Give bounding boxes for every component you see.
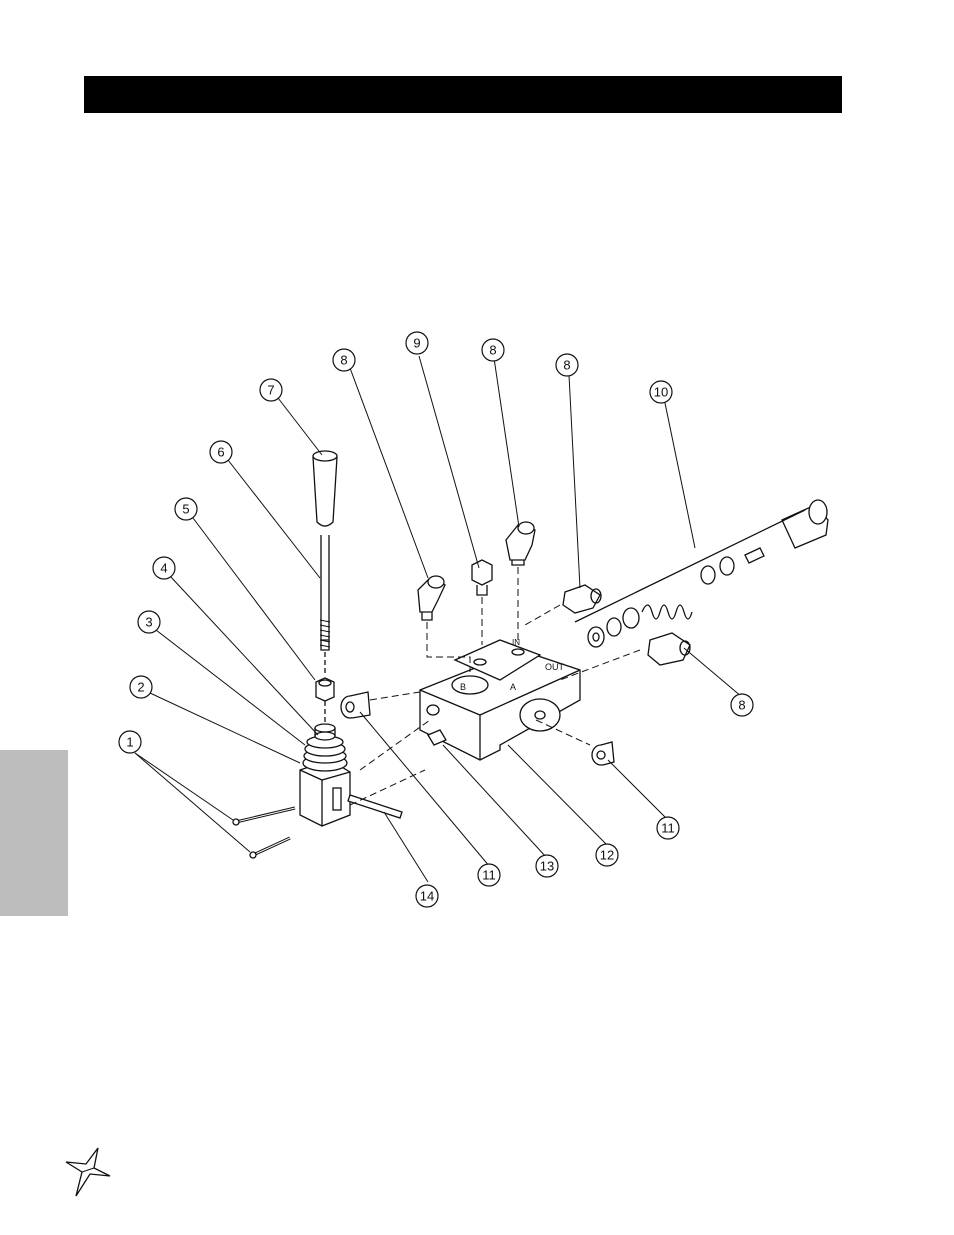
port-label-out: OUT xyxy=(545,662,565,672)
callout-label: 13 xyxy=(540,859,554,874)
callout-label: 7 xyxy=(267,383,274,398)
callout-c8c: 8 xyxy=(556,354,578,376)
callout-label: 1 xyxy=(126,735,133,750)
callout-label: 2 xyxy=(137,680,144,695)
callout-c7: 7 xyxy=(260,379,282,401)
callout-label: 10 xyxy=(654,385,668,400)
main-valve-body: B A OUT IN xyxy=(420,638,580,760)
elbow-fitting-center xyxy=(506,522,535,565)
callout-label: 3 xyxy=(145,615,152,630)
callout-c4: 4 xyxy=(153,557,175,579)
callout-label: 5 xyxy=(182,502,189,517)
lever-nut xyxy=(316,678,334,722)
elbow-fitting-left xyxy=(418,576,445,620)
callout-c8b: 8 xyxy=(482,339,504,361)
callout-label: 4 xyxy=(160,561,167,576)
straight-fitting-center xyxy=(472,560,492,595)
callout-c11b: 11 xyxy=(478,864,500,886)
elbow-fitting-right xyxy=(563,585,601,613)
callout-c8d: 8 xyxy=(731,694,753,716)
callout-c10: 10 xyxy=(650,381,672,403)
callout-label: 6 xyxy=(217,445,224,460)
callout-c2: 2 xyxy=(130,676,152,698)
port-label-a: A xyxy=(510,682,516,692)
elbow-fitting-lower xyxy=(648,633,690,665)
callout-label: 8 xyxy=(340,353,347,368)
callout-c14: 14 xyxy=(416,885,438,907)
bolts xyxy=(233,808,295,858)
port-label-in: IN xyxy=(512,638,520,647)
leader-lines xyxy=(135,356,742,882)
star-burst-logo-icon xyxy=(58,1142,116,1200)
callout-c6: 6 xyxy=(210,441,232,463)
callout-label: 9 xyxy=(413,336,420,351)
callout-label: 11 xyxy=(482,868,496,883)
lever-rod-and-knob xyxy=(313,451,337,676)
callout-c1: 1 xyxy=(119,731,141,753)
callout-c12: 12 xyxy=(596,844,618,866)
callout-label: 14 xyxy=(420,889,434,904)
roll-pin xyxy=(348,795,402,818)
callout-label: 12 xyxy=(600,848,614,863)
plug-right xyxy=(592,742,614,765)
handle-base-body xyxy=(300,724,350,826)
callout-c5: 5 xyxy=(175,498,197,520)
callout-label: 11 xyxy=(661,821,675,836)
callout-c13: 13 xyxy=(536,855,558,877)
callout-c8a: 8 xyxy=(333,349,355,371)
plug-left xyxy=(341,692,370,718)
port-label-b: B xyxy=(460,682,466,692)
callout-c9: 9 xyxy=(406,332,428,354)
callout-c11a: 11 xyxy=(657,817,679,839)
callout-c3: 3 xyxy=(138,611,160,633)
callout-label: 8 xyxy=(563,358,570,373)
callout-label: 8 xyxy=(738,698,745,713)
relief-valve-kit xyxy=(575,500,828,647)
callout-label: 8 xyxy=(489,343,496,358)
